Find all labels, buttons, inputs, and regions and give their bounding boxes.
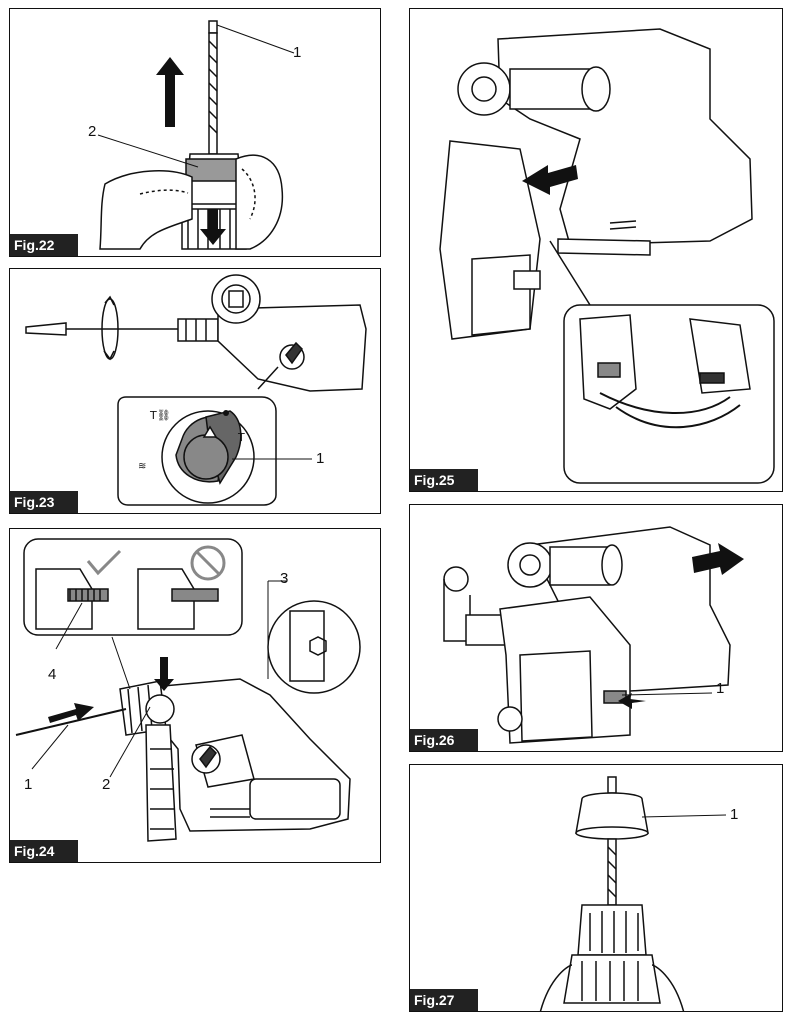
- callout-1: 1: [730, 806, 739, 823]
- fig27-drawing: [539, 776, 727, 1011]
- figure-label: Fig.26: [410, 729, 479, 751]
- callout-3: 3: [280, 570, 289, 587]
- callout-1: 1: [293, 44, 302, 61]
- callout-1: 1: [24, 776, 33, 793]
- figure-24: 3 4 1 2 Fig.24: [9, 528, 381, 863]
- figure-25: Fig.25: [409, 8, 783, 492]
- figure-label: Fig.25: [410, 469, 479, 491]
- callout-1: 1: [716, 680, 725, 697]
- callout-4: 4: [48, 666, 57, 683]
- fig26-drawing: [443, 526, 744, 744]
- figure-26: 1 Fig.26: [409, 504, 783, 752]
- svg-text:T: T: [237, 431, 245, 444]
- figure-label: Fig.24: [10, 840, 79, 862]
- figure-27: 1 Fig.27: [409, 764, 783, 1012]
- figure-label: Fig.22: [10, 234, 79, 256]
- fig23-drawing: T⛓ T ≋: [25, 274, 367, 506]
- fig25-drawing: [439, 28, 775, 484]
- svg-text:T⛓: T⛓: [149, 409, 171, 422]
- callout-2: 2: [102, 776, 111, 793]
- figure-label: Fig.27: [410, 989, 479, 1011]
- figure-22: 1 2 Fig.22: [9, 8, 381, 257]
- figure-label: Fig.23: [10, 491, 79, 513]
- fig24-drawing: [15, 538, 361, 842]
- figure-23: T⛓ T ≋ 1 Fig.23: [9, 268, 381, 514]
- svg-text:≋: ≋: [138, 461, 146, 472]
- callout-1: 1: [316, 450, 325, 467]
- fig22-drawing: [97, 20, 295, 250]
- callout-2: 2: [88, 123, 97, 140]
